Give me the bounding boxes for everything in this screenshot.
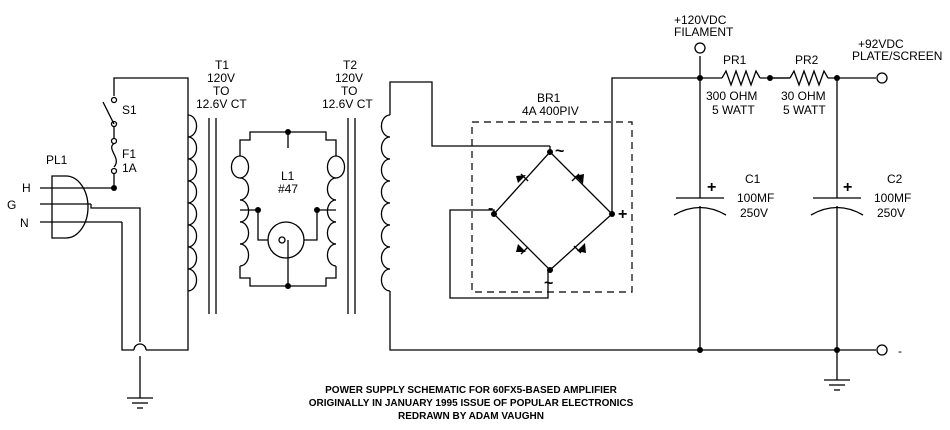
- c2-label: C2: [887, 172, 903, 186]
- caption-line-3: REDRAWN BY ADAM VAUGHN: [398, 411, 544, 422]
- ac-top-symbol: ~: [555, 143, 564, 160]
- c1-label: C1: [745, 172, 761, 186]
- pr2-label: PR2: [795, 53, 819, 67]
- filament-tap: [694, 42, 706, 78]
- l1-type: #47: [278, 182, 298, 196]
- capacitor-c1: [673, 78, 727, 350]
- pr1-label: PR1: [723, 53, 747, 67]
- ac-bottom-symbol: ~: [544, 275, 553, 292]
- plug-pl1: [40, 175, 122, 239]
- caption-line-1: POWER SUPPLY SCHEMATIC FOR 60FX5-BASED A…: [325, 385, 617, 396]
- fuse-f1: [110, 137, 118, 175]
- f1-rating: 1A: [122, 161, 137, 175]
- resistor-pr2: [770, 69, 888, 87]
- br1-label: BR1: [537, 91, 561, 105]
- junction-dots: [111, 75, 840, 353]
- pr1-wattage: 5 WATT: [712, 103, 755, 117]
- pr2-value: 30 OHM: [781, 89, 826, 103]
- ground-rail: [548, 344, 888, 391]
- bridge-plus: +: [618, 206, 627, 223]
- c1-capacitance: 100MF: [737, 191, 774, 205]
- filament-voltage: +120VDC: [674, 13, 727, 27]
- neutral-label: N: [20, 216, 29, 230]
- t2-to: TO: [341, 84, 357, 98]
- t1-to: TO: [213, 84, 229, 98]
- s1-label: S1: [122, 103, 137, 117]
- l1-label: L1: [281, 169, 295, 183]
- ground-label: G: [7, 198, 16, 212]
- t2-primary: 120V: [335, 71, 363, 85]
- c2-capacitance: 100MF: [874, 191, 911, 205]
- c2-voltage: 250V: [877, 206, 905, 220]
- br1-rating: 4A 400PIV: [522, 104, 579, 118]
- t1-label: T1: [215, 58, 229, 72]
- t1-secondary: 12.6V CT: [196, 97, 247, 111]
- pr1-value: 300 OHM: [706, 89, 757, 103]
- capacitor-c2: [810, 78, 864, 380]
- t2-secondary: 12.6V CT: [322, 97, 373, 111]
- switch-s1: [102, 96, 118, 138]
- t1-primary: 120V: [207, 71, 235, 85]
- mains-wiring: [90, 77, 189, 409]
- pr2-wattage: 5 WATT: [783, 103, 826, 117]
- pl1-label: PL1: [46, 153, 68, 167]
- c2-plus: +: [843, 179, 852, 196]
- transformer-t1: [187, 112, 288, 314]
- plate-voltage: +92VDC: [858, 37, 904, 51]
- caption-line-2: ORIGINALLY IN JANUARY 1995 ISSUE OF POPU…: [309, 398, 634, 409]
- bridge-minus: -: [488, 200, 493, 217]
- hot-label: H: [22, 181, 31, 195]
- f1-label: F1: [122, 147, 136, 161]
- lamp-l1: [257, 132, 318, 286]
- plate-label: PLATE/SCREEN: [852, 49, 942, 63]
- c1-voltage: 250V: [740, 206, 768, 220]
- transformer-t2: [288, 81, 550, 351]
- output-minus: -: [898, 344, 902, 358]
- t2-label: T2: [343, 58, 357, 72]
- filament-label: FILAMENT: [674, 25, 734, 39]
- c1-plus: +: [707, 179, 716, 196]
